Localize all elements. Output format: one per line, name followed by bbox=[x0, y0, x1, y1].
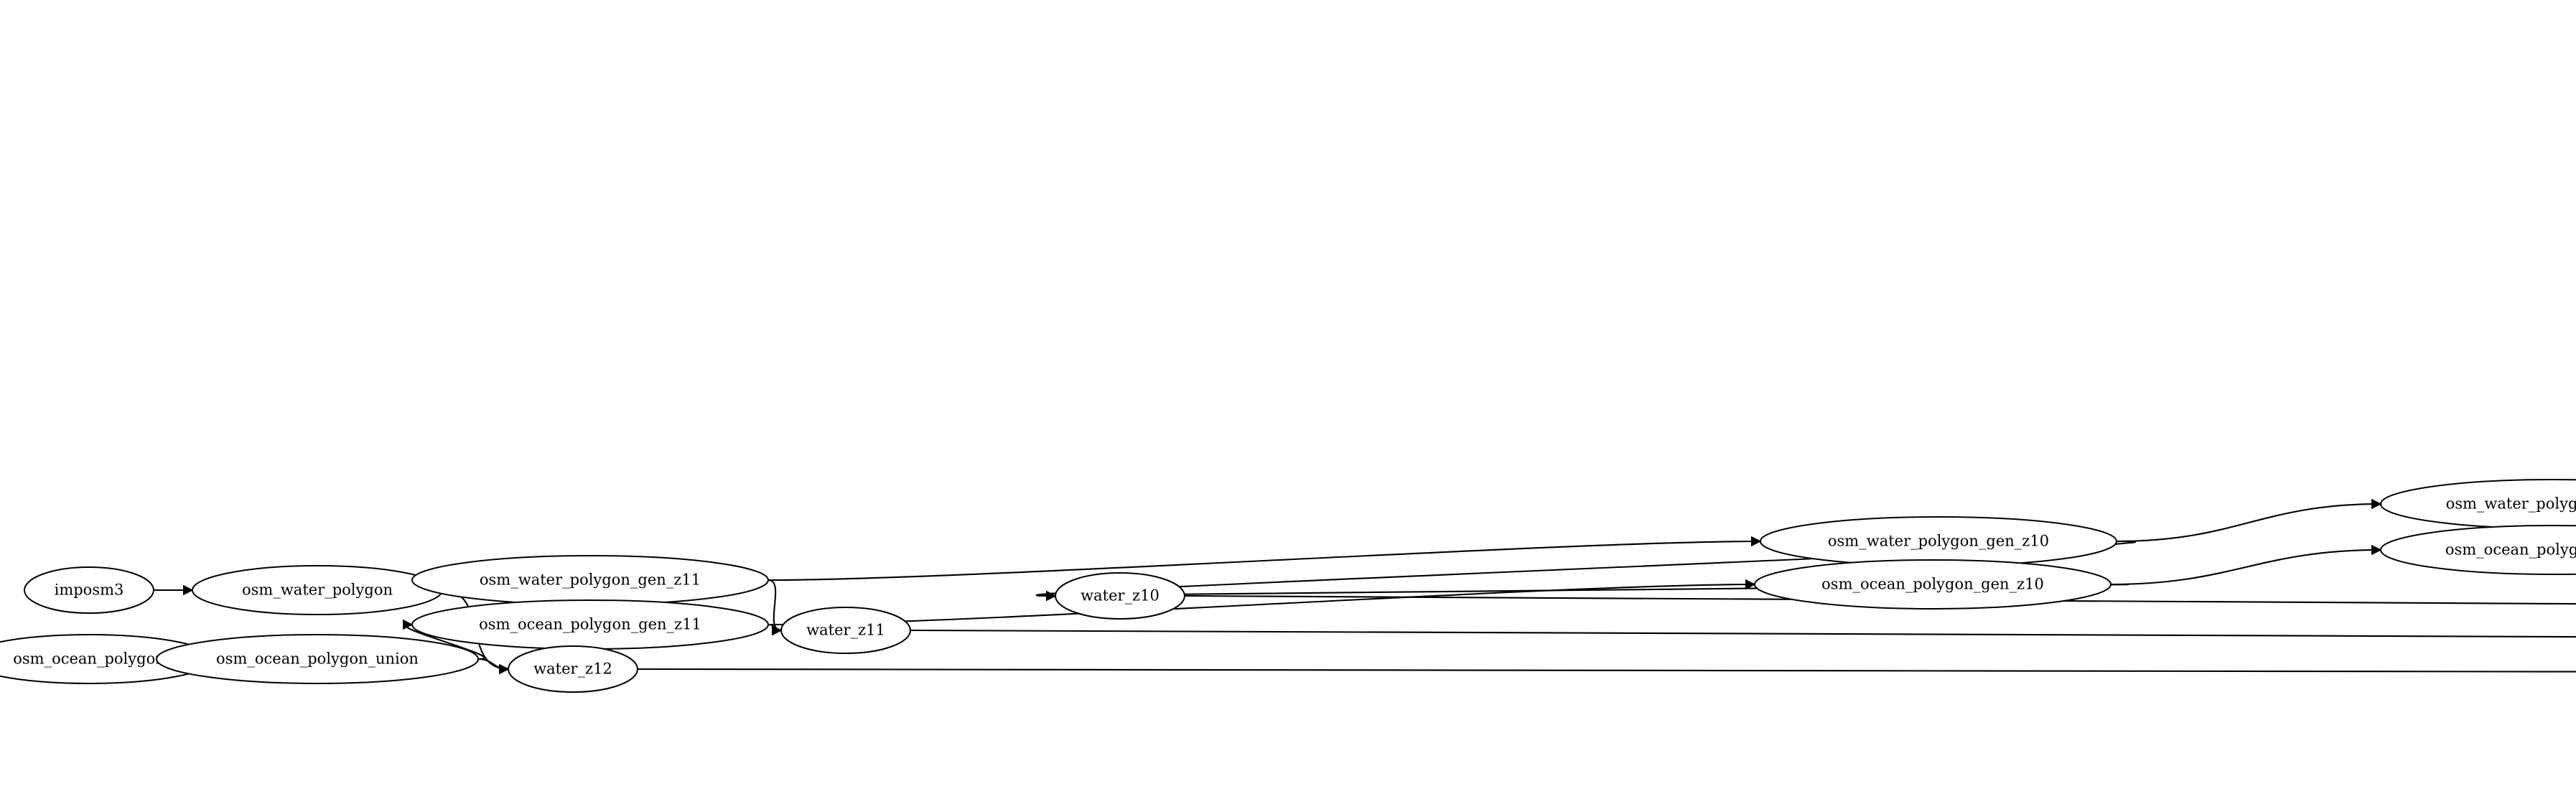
node-shape bbox=[2380, 525, 2576, 575]
node-label: osm_water_polygon_gen_z9 bbox=[2446, 495, 2576, 513]
node-label: osm_water_polygon bbox=[242, 582, 393, 599]
node-osm_ocean_polygon_gen_z9[interactable]: osm_ocean_polygon_gen_z9 bbox=[2380, 525, 2576, 575]
node-osm_ocean_polygon_gen_z11[interactable]: osm_ocean_polygon_gen_z11 bbox=[411, 599, 769, 650]
node-label: water_z12 bbox=[533, 660, 612, 678]
edge-osm_water_polygon_gen_z11-to-osm_water_polygon_gen_z10 bbox=[767, 536, 1762, 582]
node-water_z10[interactable]: water_z10 bbox=[1055, 572, 1185, 620]
node-osm_water_polygon_gen_z10[interactable]: osm_water_polygon_gen_z10 bbox=[1760, 516, 2117, 566]
edge-osm_water_polygon_gen_z10-to-osm_water_polygon_gen_z9 bbox=[2116, 498, 2382, 543]
edge-osm_water_polygon_gen_z11-to-water_z11 bbox=[767, 579, 783, 636]
node-shape bbox=[508, 645, 638, 693]
node-label: osm_ocean_polygon_union bbox=[216, 650, 419, 668]
node-water_z12[interactable]: water_z12 bbox=[508, 645, 638, 693]
node-label: osm_ocean_polygon_gen_z9 bbox=[2445, 541, 2576, 559]
node-shape bbox=[156, 634, 479, 684]
node-shape bbox=[24, 566, 154, 614]
edge-osm_ocean_polygon_union-to-water_z12 bbox=[477, 658, 510, 675]
node-label: imposm3 bbox=[55, 582, 124, 599]
edge-osm_ocean_polygon_gen_z10-to-osm_ocean_polygon_gen_z9 bbox=[2110, 544, 2382, 586]
node-imposm3[interactable]: imposm3 bbox=[24, 566, 154, 614]
node-osm_water_polygon_gen_z11[interactable]: osm_water_polygon_gen_z11 bbox=[411, 555, 769, 605]
node-label: osm_ocean_polygon_gen_z10 bbox=[1821, 576, 2044, 593]
node-osm_ocean_polygon[interactable]: osm_ocean_polygon bbox=[0, 634, 215, 684]
edge-water_z10-to-layer_water.z10 bbox=[1184, 594, 2576, 604]
node-shape bbox=[1754, 559, 2111, 610]
node-label: osm_water_polygon_gen_z11 bbox=[480, 571, 701, 589]
node-label: osm_ocean_polygon_gen_z11 bbox=[479, 616, 701, 633]
node-osm_ocean_polygon_union[interactable]: osm_ocean_polygon_union bbox=[156, 634, 479, 684]
node-label: osm_ocean_polygon bbox=[13, 650, 165, 668]
node-label: osm_water_polygon_gen_z10 bbox=[1828, 533, 2049, 550]
edge-osm_ocean_polygon_union-to-osm_ocean_polygon_gen_z11 bbox=[402, 619, 485, 660]
node-shape bbox=[1055, 572, 1185, 620]
node-osm_water_polygon_gen_z9[interactable]: osm_water_polygon_gen_z9 bbox=[2380, 479, 2576, 529]
edge-water_z11-to-layer_water.z11 bbox=[910, 629, 2576, 638]
edge-osm_ocean_polygon_gen_z11-to-water_z11 bbox=[767, 623, 783, 636]
node-shape bbox=[780, 607, 911, 654]
node-water_z11[interactable]: water_z11 bbox=[780, 607, 911, 654]
node-layer: ne_110m_oceanne_110m_ocean_gen_z1ne_110m… bbox=[0, 479, 2576, 693]
node-label: water_z10 bbox=[1081, 587, 1159, 604]
node-label: water_z11 bbox=[806, 622, 885, 639]
node-osm_water_polygon[interactable]: osm_water_polygon bbox=[192, 565, 443, 615]
edge-water_z12-to-layer_water.z12+ bbox=[637, 668, 2576, 673]
node-osm_ocean_polygon_gen_z10[interactable]: osm_ocean_polygon_gen_z10 bbox=[1754, 559, 2111, 610]
